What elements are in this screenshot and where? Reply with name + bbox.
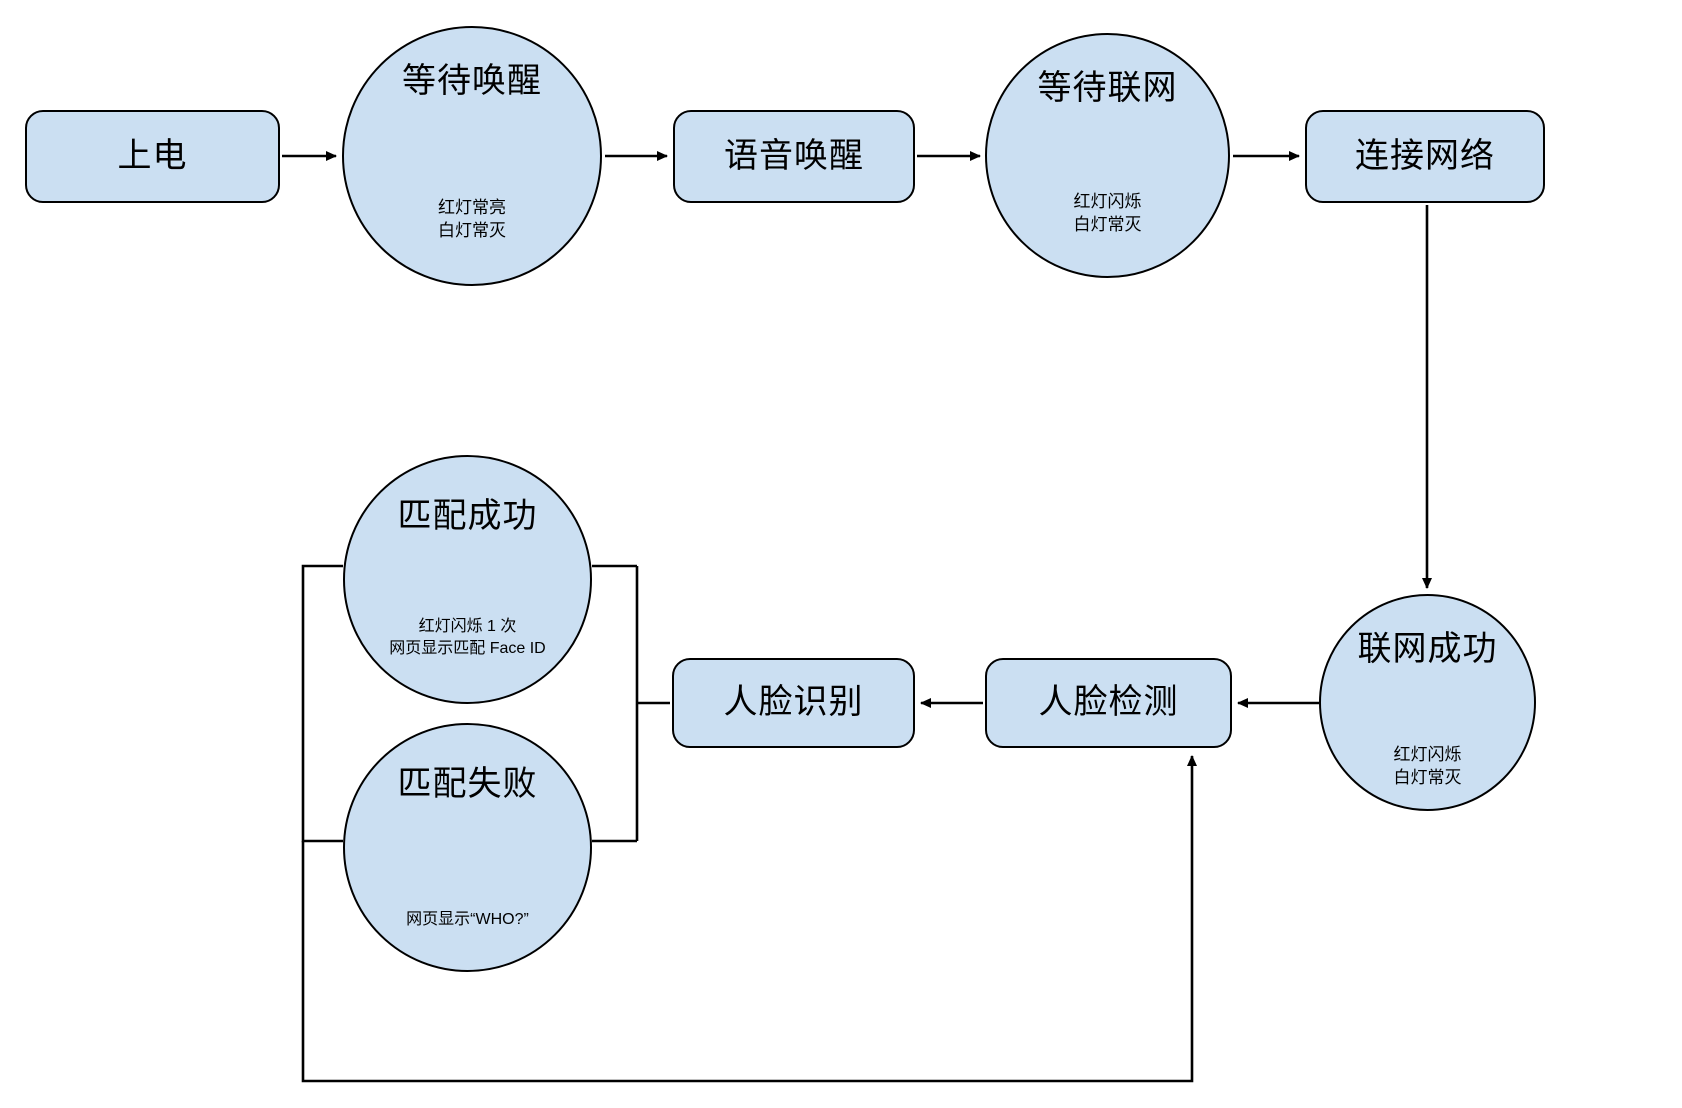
node-wait-wake-sublabel: 红灯常亮 白灯常灭 bbox=[438, 198, 506, 240]
node-match-fail-sublabel: 网页显示“WHO?” bbox=[406, 911, 529, 928]
node-connect-network-label: 连接网络 bbox=[1355, 136, 1495, 175]
node-match-success-sublabel: 红灯闪烁 1 次 网页显示匹配 Face ID bbox=[389, 618, 546, 657]
node-power-on-label: 上电 bbox=[117, 136, 188, 175]
edge-face-recognize-branch-bracket bbox=[635, 566, 670, 841]
node-wait-network[interactable]: 等待联网 红灯闪烁 白灯常灭 bbox=[985, 33, 1230, 278]
node-wait-network-label: 等待联网 bbox=[1037, 69, 1178, 107]
node-network-success[interactable]: 联网成功 红灯闪烁 白灯常灭 bbox=[1319, 594, 1536, 811]
node-power-on[interactable]: 上电 bbox=[25, 110, 280, 203]
node-voice-wake[interactable]: 语音唤醒 bbox=[673, 110, 915, 203]
node-match-fail-label: 匹配失败 bbox=[397, 765, 538, 803]
node-wait-wake-label: 等待唤醒 bbox=[402, 62, 542, 100]
node-face-recognize[interactable]: 人脸识别 bbox=[672, 658, 915, 748]
edge-branch-to-match-success bbox=[301, 564, 637, 843]
node-wait-network-sublabel: 红灯闪烁 白灯常灭 bbox=[1073, 192, 1142, 234]
node-match-success[interactable]: 匹配成功 红灯闪烁 1 次 网页显示匹配 Face ID bbox=[343, 455, 592, 704]
node-connect-network[interactable]: 连接网络 bbox=[1305, 110, 1545, 203]
node-face-detect-label: 人脸检测 bbox=[1038, 683, 1179, 722]
edge-match-fail-to-face-detect-loop bbox=[301, 755, 1197, 1083]
node-match-fail[interactable]: 匹配失败 网页显示“WHO?” bbox=[343, 723, 592, 972]
node-match-success-label: 匹配成功 bbox=[397, 497, 538, 535]
node-face-recognize-label: 人脸识别 bbox=[723, 683, 864, 722]
node-voice-wake-label: 语音唤醒 bbox=[724, 136, 864, 175]
node-network-success-label: 联网成功 bbox=[1357, 630, 1498, 668]
node-network-success-sublabel: 红灯闪烁 白灯常灭 bbox=[1393, 745, 1462, 787]
node-wait-wake[interactable]: 等待唤醒 红灯常亮 白灯常灭 bbox=[342, 26, 602, 286]
node-face-detect[interactable]: 人脸检测 bbox=[985, 658, 1232, 748]
